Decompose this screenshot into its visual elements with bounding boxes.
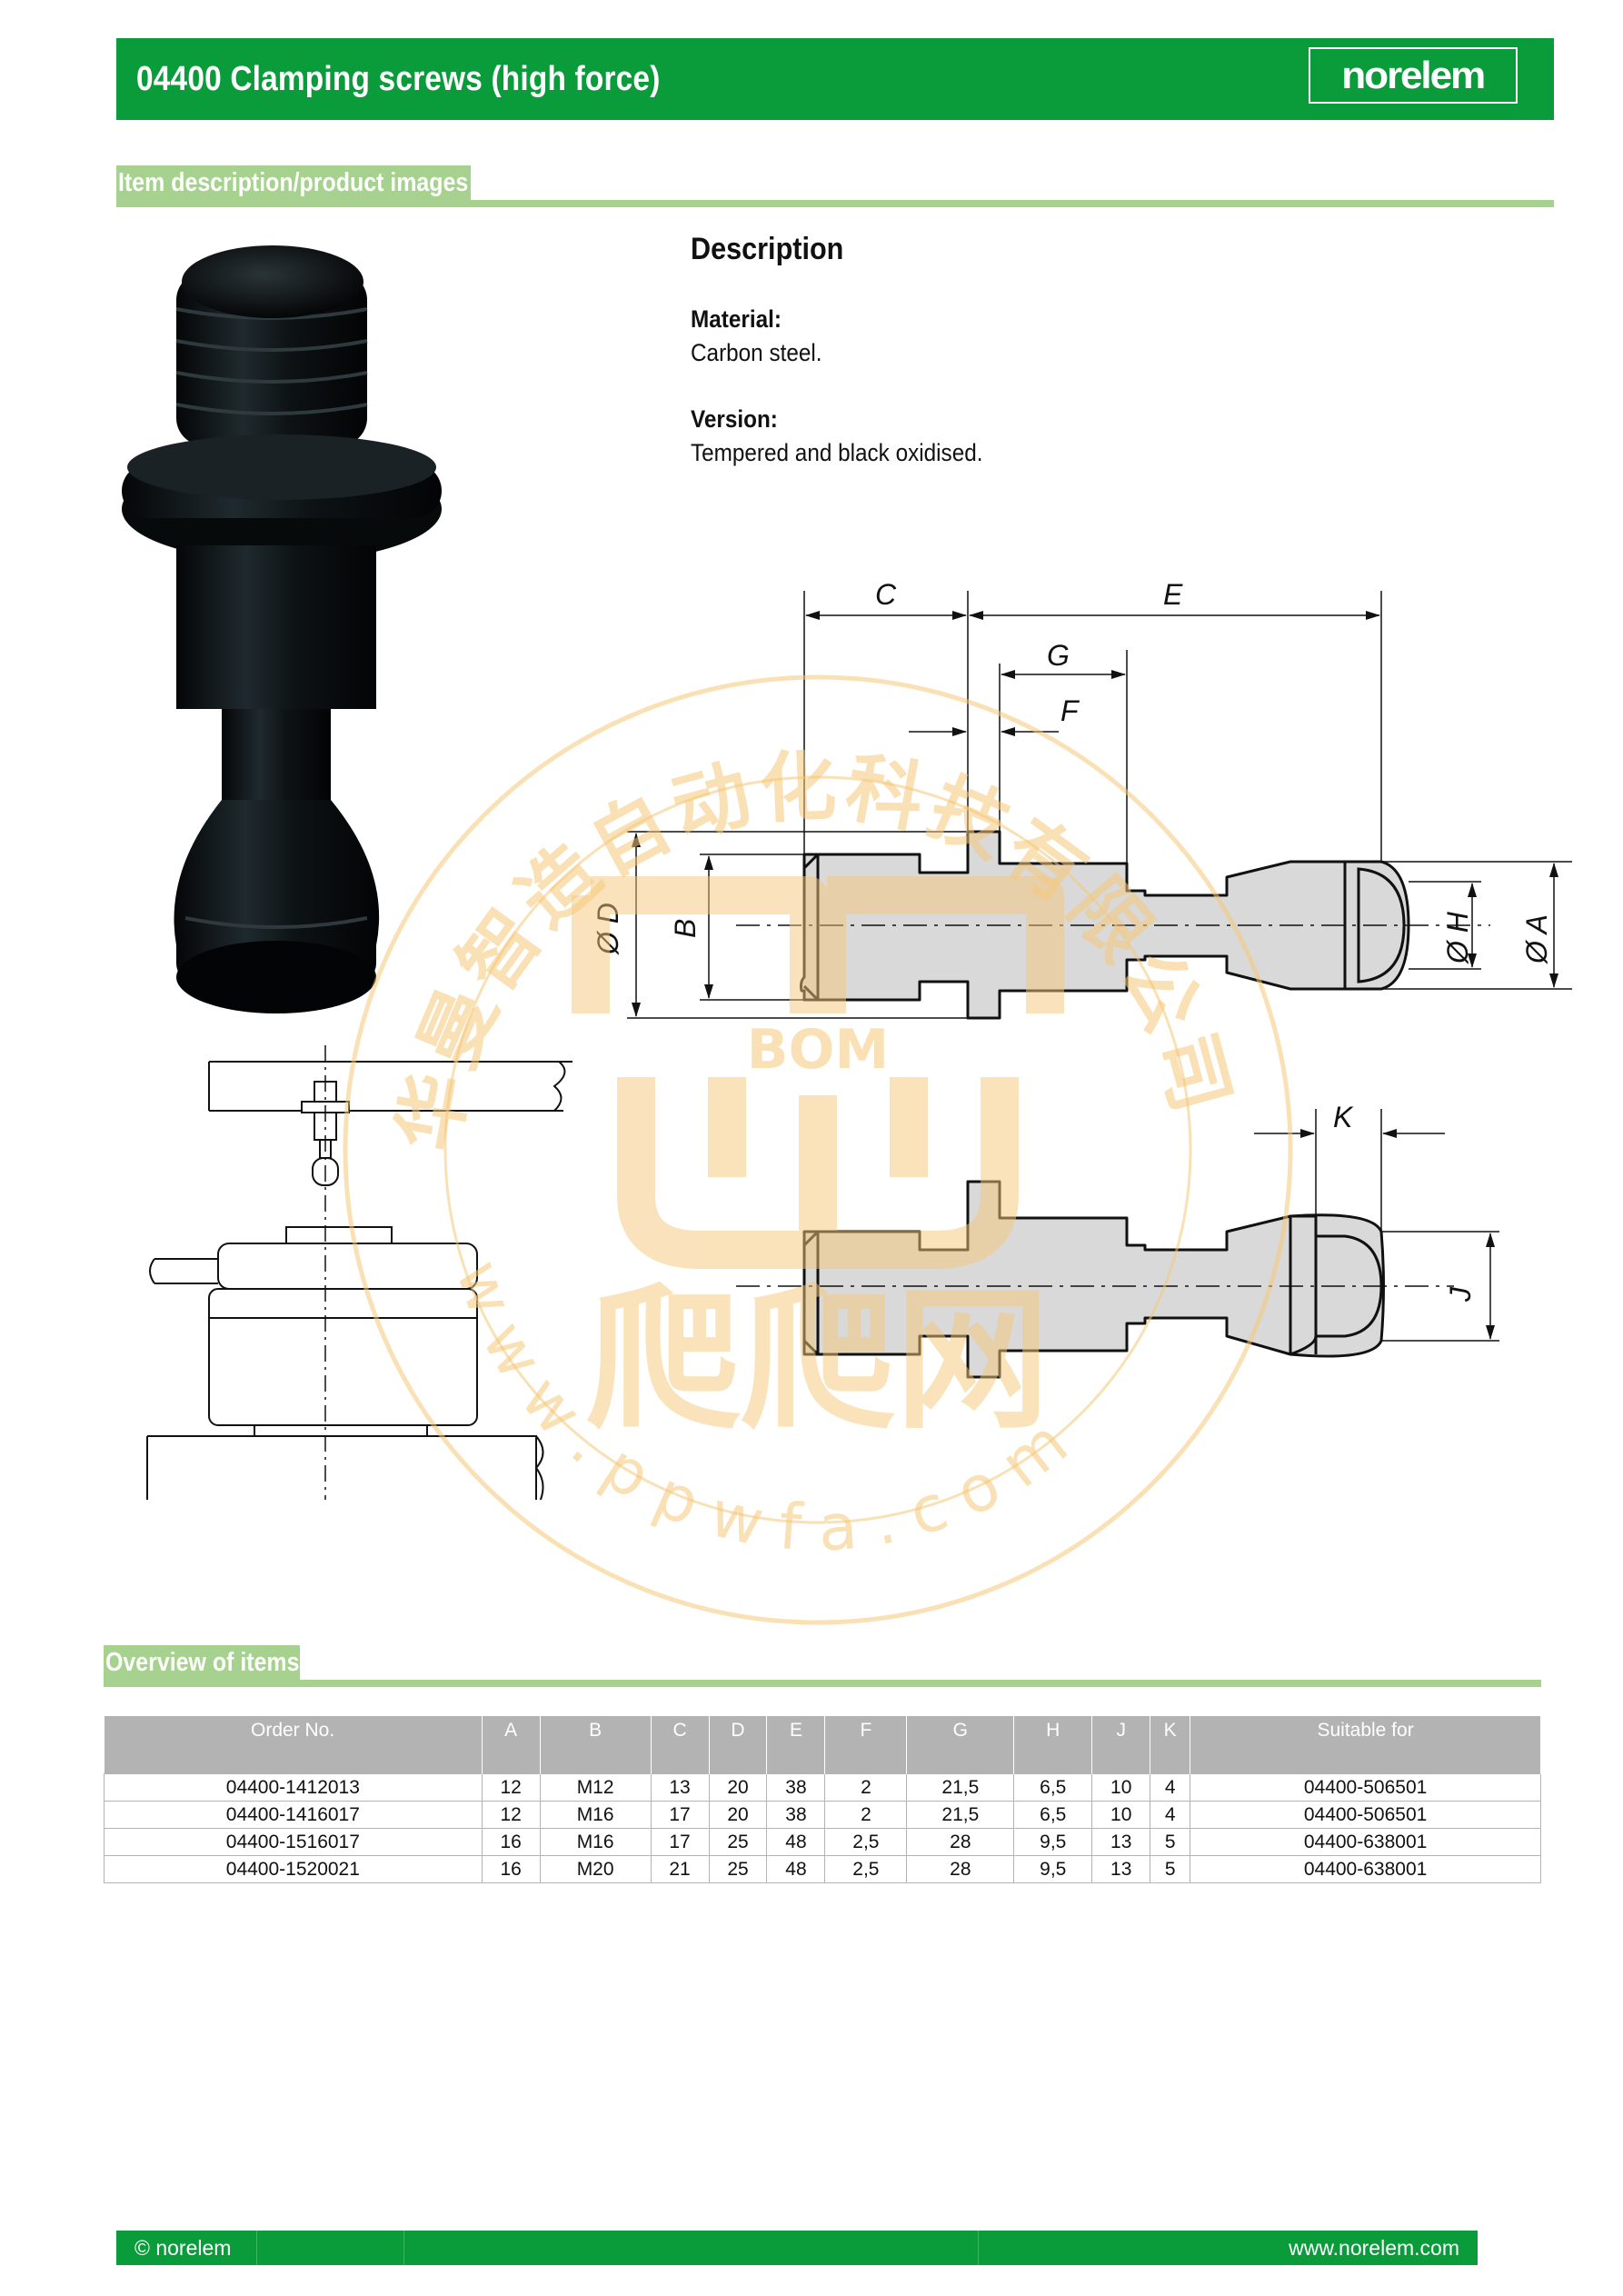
col-k: K [1150,1716,1191,1774]
col-b: B [540,1716,652,1774]
footer-divider [256,2231,257,2265]
dim-label-b: B [669,919,702,938]
col-e: E [766,1716,826,1774]
col-d: D [709,1716,768,1774]
footer-copyright: © norelem [134,2236,232,2260]
items-table: Order No. A B C D E F G H J K Suitable f… [104,1716,1541,1883]
dim-label-c: C [875,578,897,611]
col-a: A [482,1716,541,1774]
technical-drawing: C E G F Ø D B Ø H Ø A K J [592,578,1572,1379]
dim-label-k: K [1333,1101,1354,1133]
col-h: H [1013,1716,1093,1774]
logo-text: norelem [1341,54,1487,96]
col-g: G [906,1716,1015,1774]
application-sketch [146,1045,573,1500]
material-value: Carbon steel. [691,339,822,366]
section-divider [116,200,1554,207]
section-item-description: Item description/product images [116,165,1554,207]
table-header-row: Order No. A B C D E F G H J K Suitable f… [104,1716,1541,1774]
material-label: Material: [691,305,782,333]
dim-label-a: Ø A [1520,914,1553,964]
description-heading: Description [691,232,844,266]
footer-divider [978,2231,979,2265]
version-value: Tempered and black oxidised. [691,439,983,466]
col-j: J [1091,1716,1151,1774]
norelem-logo: norelem [1309,47,1518,104]
description-block: Description Material: Carbon steel. Vers… [691,232,1508,467]
section-label-item-description: Item description/product images [116,165,471,200]
footer-divider [403,2231,404,2265]
col-order-no: Order No. [104,1716,483,1774]
product-photo [122,245,442,1013]
col-c: C [651,1716,710,1774]
version-label: Version: [691,405,778,433]
dim-label-h: Ø H [1441,911,1474,964]
footer-website-link[interactable]: www.norelem.com [1289,2236,1459,2260]
dim-label-f: F [1060,694,1080,727]
col-suitable-for: Suitable for [1190,1716,1541,1774]
page-header: 04400 Clamping screws (high force) norel… [116,38,1554,120]
dim-label-g: G [1047,639,1070,672]
dim-label-j: J [1444,1286,1477,1303]
section-overview: Overview of items [104,1645,1541,1687]
col-f: F [824,1716,908,1774]
dim-label-d: Ø D [592,903,624,955]
section-label-overview: Overview of items [104,1645,300,1680]
dim-label-e: E [1163,578,1183,611]
page-footer: © norelem www.norelem.com [116,2231,1478,2265]
page-title: 04400 Clamping screws (high force) [136,59,661,98]
section-divider [104,1680,1541,1687]
